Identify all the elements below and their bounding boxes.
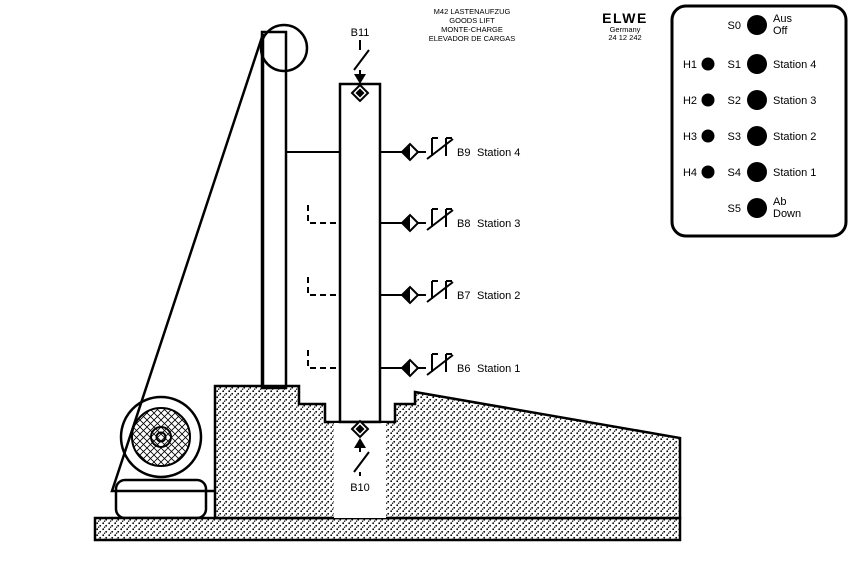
- station-sensor-b9: B9 Station 4: [380, 137, 520, 162]
- button-s0-caption-1: Aus: [773, 13, 792, 25]
- button-s0-caption-2: Off: [773, 25, 788, 37]
- motor-hub: [150, 426, 172, 448]
- lamp-h3-label: H3: [683, 131, 697, 143]
- button-s4-caption: Station 1: [773, 167, 816, 179]
- hoist-motor: [119, 395, 203, 479]
- ground-base: [93, 516, 682, 542]
- button-s5-label: S5: [728, 203, 741, 215]
- sensor-station-name: Station 3: [477, 218, 520, 230]
- title-line-4: ELEVADOR DE CARGAS: [429, 34, 516, 43]
- button-s1-label: S1: [728, 59, 741, 71]
- sensor-id: B11: [351, 27, 370, 39]
- title-line-3: MONTE-CHARGE: [441, 25, 503, 34]
- button-s5-caption-1: Ab: [773, 196, 786, 208]
- title-block: M42 LASTENAUFZUG GOODS LIFT MONTE-CHARGE…: [429, 7, 516, 43]
- mast: [260, 30, 288, 390]
- button-s1-caption: Station 4: [773, 59, 816, 71]
- station-1-guide: [307, 350, 340, 369]
- lamp-h1-label: H1: [683, 59, 697, 71]
- button-s0[interactable]: [747, 15, 767, 35]
- lamp-h2-label: H2: [683, 95, 697, 107]
- button-s3-caption: Station 2: [773, 131, 816, 143]
- title-line-1: M42 LASTENAUFZUG: [434, 7, 511, 16]
- sensor-id: B8: [457, 218, 470, 230]
- control-panel: S0 Aus Off H1 S1 Station 4 H2 S2 Station…: [670, 4, 848, 238]
- top-limit-sensor-b11: B11: [350, 27, 370, 103]
- brand-country: Germany: [610, 25, 641, 34]
- limit-switch-contact-icon: [353, 448, 370, 476]
- sensor-id: B6: [457, 363, 470, 375]
- station-3-guide: [307, 205, 340, 224]
- button-s5-caption-2: Down: [773, 208, 801, 220]
- lamp-h4-label: H4: [683, 167, 697, 179]
- brand-block: ELWE Germany 24 12 242: [602, 10, 648, 42]
- title-line-2: GOODS LIFT: [449, 16, 495, 25]
- brand-logo: ELWE: [602, 10, 648, 26]
- brand-code: 24 12 242: [608, 33, 641, 42]
- panel-outline: [670, 4, 848, 238]
- station-sensor-b6: B6 Station 1: [380, 353, 520, 378]
- button-s3-label: S3: [728, 131, 741, 143]
- actuator-arrow-icon: [354, 438, 366, 448]
- limit-switch-contact-icon: [431, 280, 452, 299]
- sensor-station-name: Station 2: [477, 290, 520, 302]
- button-s4-label: S4: [728, 167, 741, 179]
- actuator-arrow-icon: [354, 74, 366, 84]
- button-s2-label: S2: [728, 95, 741, 107]
- bottom-limit-sensor-b10: B10: [350, 419, 370, 494]
- limit-switch-contact-icon: [431, 208, 452, 227]
- sensor-station-name: Station 1: [477, 363, 520, 375]
- lift-guide-column: [338, 82, 382, 424]
- pulley: [259, 23, 309, 73]
- limit-switch-contact-icon: [431, 137, 452, 156]
- button-s0-label: S0: [728, 20, 741, 32]
- station-sensor-b7: B7 Station 2: [380, 280, 520, 305]
- station-sensor-b8: B8 Station 3: [380, 208, 520, 233]
- lift-mechanical-drawing: [93, 23, 682, 542]
- station-2-guide: [307, 277, 340, 296]
- lamp-h4: [701, 165, 715, 179]
- button-s1[interactable]: [747, 54, 767, 74]
- button-s5[interactable]: [747, 198, 767, 218]
- sensor-id: B10: [350, 482, 370, 494]
- button-s4[interactable]: [747, 162, 767, 182]
- lamp-h3: [701, 129, 715, 143]
- limit-switch-contact-icon: [353, 40, 370, 74]
- button-s2[interactable]: [747, 90, 767, 110]
- button-s2-caption: Station 3: [773, 95, 816, 107]
- lamp-h2: [701, 93, 715, 107]
- sensor-id: B7: [457, 290, 470, 302]
- sensor-id: B9: [457, 147, 470, 159]
- lamp-h1: [701, 57, 715, 71]
- limit-switch-contact-icon: [431, 353, 452, 372]
- button-s3[interactable]: [747, 126, 767, 146]
- sensor-station-name: Station 4: [477, 147, 520, 159]
- foundation-block: [213, 384, 682, 520]
